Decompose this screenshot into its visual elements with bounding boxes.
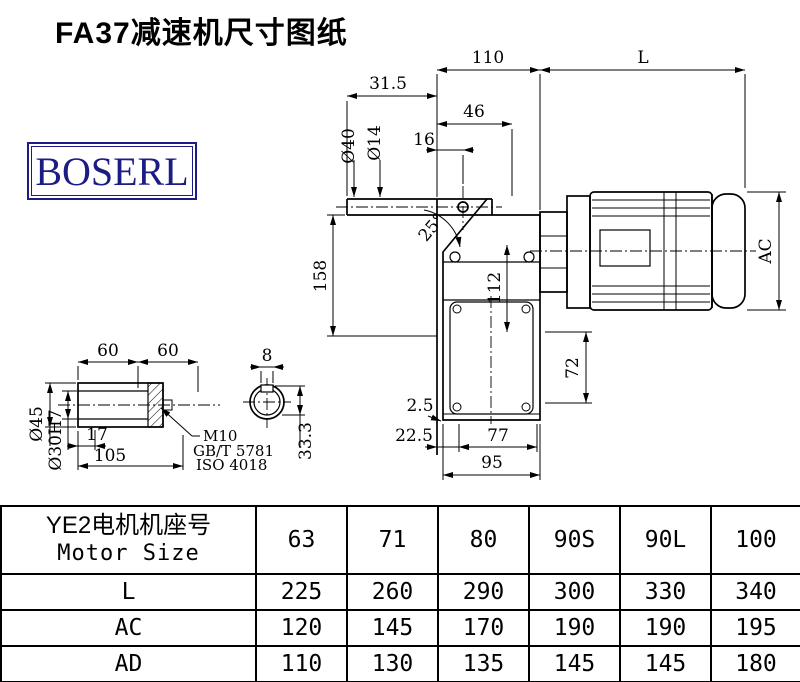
brand-logo-text: BOSERL: [35, 148, 189, 194]
col-header-100: 100: [710, 505, 800, 575]
dim-dia14: Ø14: [365, 125, 385, 161]
table-cell: 300: [528, 573, 621, 611]
motor-size-label-en: Motor Size: [57, 541, 200, 567]
table-row-AC: AC 120 145 170 190 190 195: [0, 609, 800, 647]
row-label-AC: AC: [0, 609, 257, 647]
dim-112: 112: [485, 272, 505, 304]
motor-size-label-cn: YE2电机机座号: [45, 512, 212, 540]
col-header-90l: 90L: [619, 505, 712, 575]
dimensions-main: 110 L 31.5 46 16 Ø40 Ø: [311, 48, 786, 480]
dim-77: 77: [487, 426, 509, 446]
dim-dia40: Ø40: [339, 128, 359, 164]
brand-logo: BOSERL: [27, 142, 197, 200]
col-header-80: 80: [437, 505, 530, 575]
dim-158: 158: [311, 260, 331, 292]
table-cell: 145: [346, 609, 439, 647]
dim-60a: 60: [97, 341, 119, 361]
table-cell: 290: [437, 573, 530, 611]
table-cell: 120: [255, 609, 348, 647]
table-header-row: YE2电机机座号 Motor Size 63 71 80 90S 90L 100: [0, 505, 800, 575]
table-cell: 170: [437, 609, 530, 647]
dim-60b: 60: [157, 341, 179, 361]
dim-33-3: 33.3: [296, 422, 316, 460]
dim-95: 95: [481, 453, 503, 473]
page-title: FA37减速机尺寸图纸: [55, 17, 348, 50]
technical-drawing: 110 L 31.5 46 16 Ø40 Ø: [27, 48, 786, 480]
shaft-section-detail: 60 60 Ø45 Ø30H7 17 105: [27, 341, 274, 474]
table-cell: 135: [437, 645, 530, 682]
table-cell: 190: [619, 609, 712, 647]
motor: [530, 191, 756, 311]
table-cell: 130: [346, 645, 439, 682]
row-label-AD: AD: [0, 645, 257, 682]
col-header-90s: 90S: [528, 505, 621, 575]
dim-17: 17: [86, 425, 108, 445]
dim-16: 16: [413, 130, 435, 150]
table-cell: 190: [528, 609, 621, 647]
row-label-L: L: [0, 573, 257, 611]
main-view: 110 L 31.5 46 16 Ø40 Ø: [311, 48, 786, 480]
dim-22-5: 22.5: [395, 426, 433, 446]
dim-L: L: [637, 48, 648, 68]
table-cell: 145: [528, 645, 621, 682]
table-cell: 330: [619, 573, 712, 611]
bore-section-detail: 8 33.3: [243, 346, 316, 460]
dim-105: 105: [94, 446, 126, 466]
table-cell: 195: [710, 609, 800, 647]
dim-31-5: 31.5: [369, 74, 407, 94]
col-header-63: 63: [255, 505, 348, 575]
table-cell: 110: [255, 645, 348, 682]
dimension-table: YE2电机机座号 Motor Size 63 71 80 90S 90L 100…: [0, 505, 800, 682]
note-iso4018: ISO 4018: [196, 456, 267, 474]
note-gbt5781: GB/T 5781: [193, 442, 274, 460]
dim-46: 46: [463, 102, 485, 122]
table-row-L: L 225 260 290 300 330 340: [0, 573, 800, 611]
table-row-AD: AD 110 130 135 145 145 180: [0, 645, 800, 682]
dim-8: 8: [262, 346, 273, 366]
note-m10: M10: [203, 427, 237, 445]
table-cell: 145: [619, 645, 712, 682]
table-cell: 260: [346, 573, 439, 611]
output-shaft: [336, 186, 502, 230]
col-header-71: 71: [346, 505, 439, 575]
dim-110: 110: [472, 48, 504, 68]
dim-dia45: Ø45: [27, 406, 47, 442]
gearbox: [436, 198, 541, 455]
table-cell: 180: [710, 645, 800, 682]
dim-2-5: 2.5: [406, 396, 433, 416]
dim-AC: AC: [756, 238, 776, 264]
dim-72: 72: [563, 357, 583, 379]
table-header-motor-size: YE2电机机座号 Motor Size: [0, 505, 257, 575]
table-cell: 340: [710, 573, 800, 611]
table-cell: 225: [255, 573, 348, 611]
dim-dia30h7: Ø30H7: [46, 409, 66, 470]
